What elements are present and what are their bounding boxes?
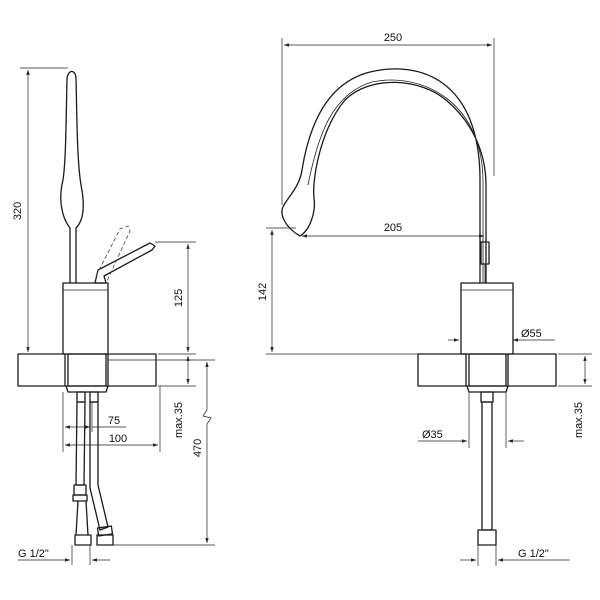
countertop-left-a bbox=[17, 353, 66, 387]
dim-hole-diameter: Ø35 bbox=[422, 429, 443, 441]
countertop-right-a bbox=[417, 353, 467, 387]
countertop-left-b bbox=[107, 353, 157, 387]
supply-hoses-side bbox=[72, 391, 114, 546]
dim-max-deck-side: max.35 bbox=[173, 402, 185, 438]
thread-label-side: G 1/2" bbox=[18, 548, 49, 560]
dim-body-height: 125 bbox=[173, 289, 185, 307]
gooseneck-spout bbox=[281, 68, 487, 284]
dim-height-total: 320 bbox=[12, 202, 24, 220]
dim-offset-inner: 75 bbox=[108, 415, 120, 427]
handle-lever-alt-position bbox=[95, 225, 131, 282]
shank-front bbox=[468, 353, 507, 387]
dim-body-diameter: Ø55 bbox=[521, 328, 542, 340]
front-view: 250 205 142 Ø55 Ø35 max.35 G 1/2" bbox=[257, 32, 592, 566]
dim-spout-width: 250 bbox=[384, 32, 402, 44]
thread-label-front: G 1/2" bbox=[518, 548, 549, 560]
dim-offset-outer: 100 bbox=[109, 433, 127, 445]
handle-lever bbox=[94, 242, 156, 284]
countertop-right-b bbox=[507, 353, 557, 387]
dim-spout-reach: 205 bbox=[384, 222, 402, 234]
spout-side bbox=[60, 70, 84, 284]
dim-max-deck-front: max.35 bbox=[573, 402, 585, 438]
side-view: 320 125 max.35 470 75 100 G 1/2" bbox=[12, 67, 215, 565]
dim-spout-height: 142 bbox=[257, 283, 269, 301]
faucet-body-front bbox=[460, 282, 514, 355]
faucet-body-side bbox=[62, 282, 109, 355]
supply-hose-front bbox=[477, 391, 497, 546]
shank-side bbox=[67, 353, 107, 387]
dim-hose-length: 470 bbox=[192, 439, 204, 457]
